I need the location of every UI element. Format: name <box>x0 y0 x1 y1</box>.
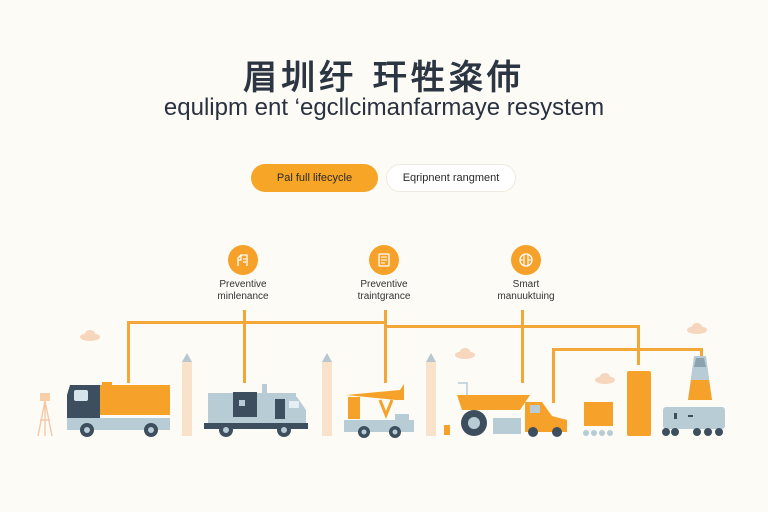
storage-tank-icon <box>627 371 651 436</box>
utility-truck-icon <box>204 384 308 437</box>
industrial-vehicle-icon <box>662 407 725 436</box>
maintenance-tools-icon <box>228 245 258 275</box>
tab-label: Pal full lifecycle <box>276 172 353 184</box>
crane-truck-icon <box>344 384 414 438</box>
pillar-icon <box>182 353 436 436</box>
pickup-truck-icon <box>525 402 567 437</box>
cargo-crate-icon <box>583 402 613 436</box>
tab-label: Eqripnent rangment <box>402 172 500 184</box>
tab-equipment-management[interactable]: Eqripnent rangment <box>386 164 516 192</box>
page-title: 眉圳纡 玕牲粢伂 <box>243 58 525 98</box>
tanker-truck-icon <box>67 382 170 437</box>
tab-full-lifecycle[interactable]: Pal full lifecycle <box>251 164 378 192</box>
document-checklist-icon <box>369 245 399 275</box>
survey-tripod-icon <box>37 393 53 437</box>
smart-globe-icon <box>511 245 541 275</box>
dump-truck-icon <box>457 382 530 436</box>
page-subtitle: equlipm ent ‘egcllcimanfarmaye resystem <box>163 94 605 121</box>
traffic-cone-icon <box>688 356 712 400</box>
cup-icon <box>444 425 450 435</box>
cloud-icon <box>80 323 707 384</box>
